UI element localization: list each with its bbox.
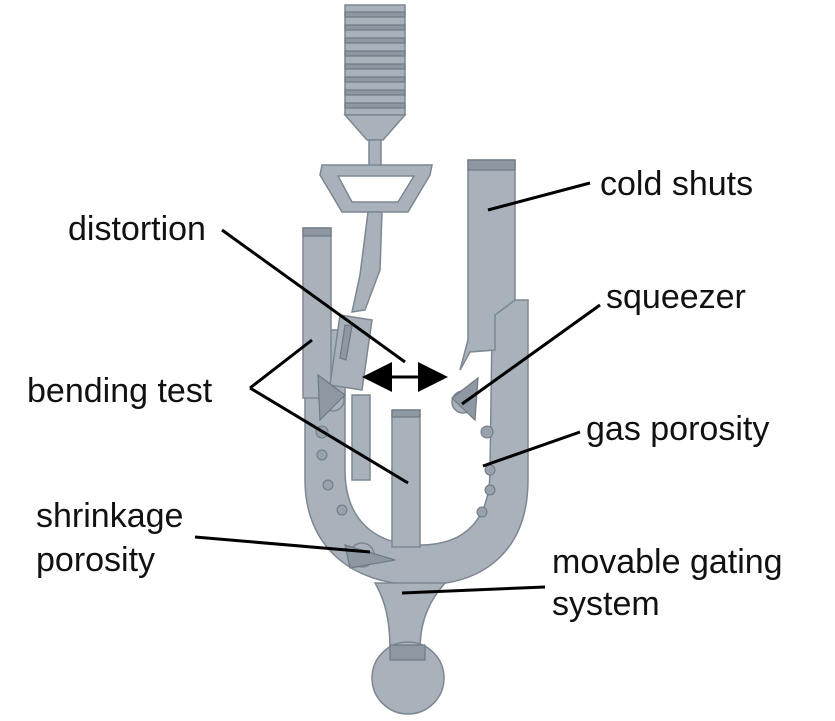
label-bending-test: bending test (27, 372, 213, 410)
label-distortion: distortion (68, 210, 206, 248)
label-system: system (552, 585, 660, 623)
left-column (302, 227, 332, 399)
trapezoid-frame (319, 164, 433, 213)
label-porosity: porosity (36, 541, 155, 579)
casting-part (302, 4, 529, 715)
sprue-rib (344, 102, 406, 109)
sprue-rib (344, 11, 406, 18)
label-movable-gating: movable gating (552, 543, 783, 581)
label-cold-shuts: cold shuts (600, 165, 753, 203)
ribbed-sprue (343, 4, 407, 169)
label-shrinkage: shrinkage (36, 497, 183, 535)
feeder-stem (351, 211, 383, 313)
center-pin (391, 409, 421, 548)
sprue-rib (344, 37, 406, 44)
sprue-rib (344, 50, 406, 57)
label-squeezer: squeezer (606, 278, 746, 316)
callout-lines (194, 181, 601, 595)
sprue-rib (344, 24, 406, 31)
sprue-rib (344, 89, 406, 96)
label-gas-porosity: gas porosity (586, 410, 769, 448)
sprue-rib (344, 76, 406, 83)
sprue-rib (344, 63, 406, 70)
right-column (459, 159, 516, 371)
u-body (304, 299, 529, 586)
